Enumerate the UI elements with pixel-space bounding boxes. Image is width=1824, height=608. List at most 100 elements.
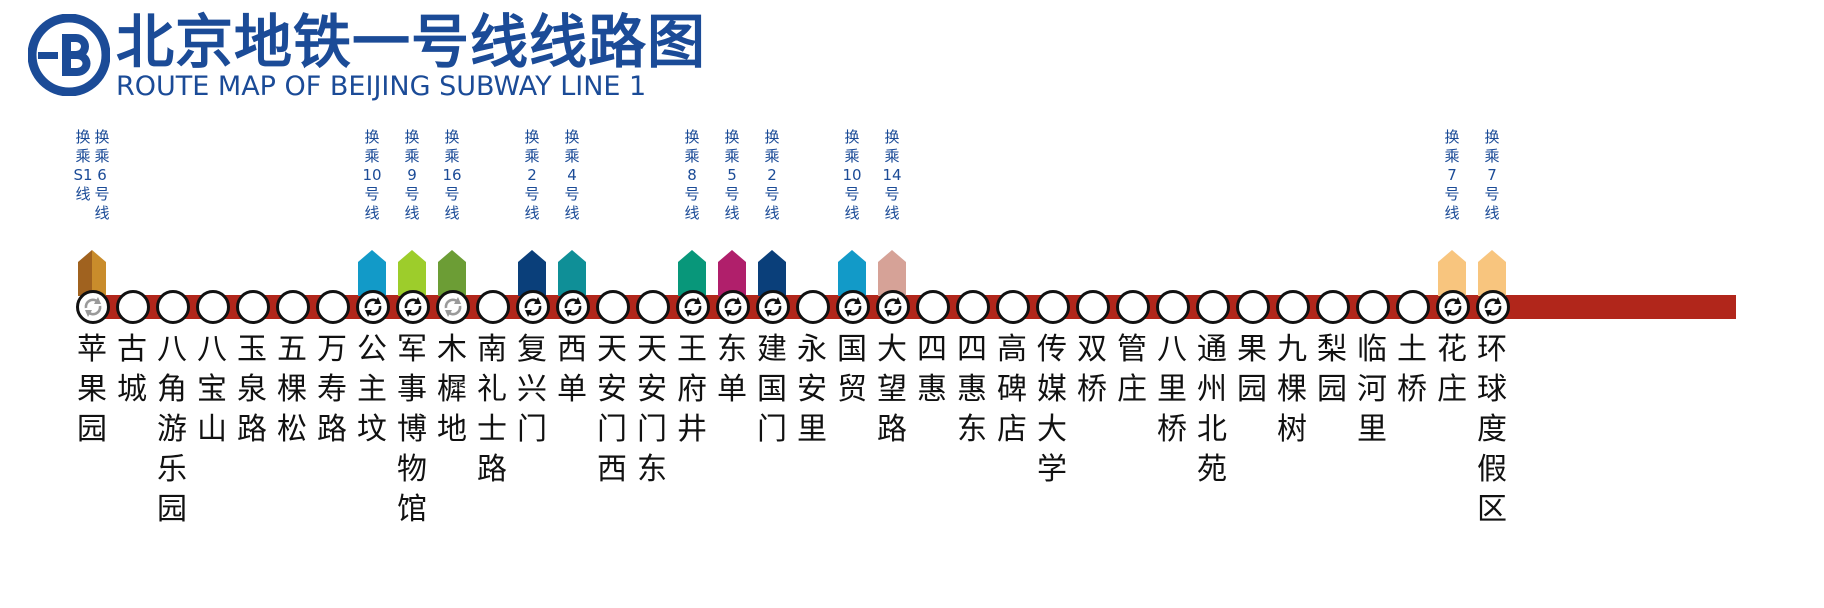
station-name[interactable]: 大望路 [877,332,907,447]
station-name[interactable]: 天安门东 [637,332,667,487]
station-dot[interactable] [596,290,630,324]
station-name[interactable]: 环球度假区 [1477,332,1507,527]
station-dot[interactable] [916,290,950,324]
station-name[interactable]: 西单 [557,332,587,407]
station-name[interactable]: 复兴门 [517,332,547,447]
transfer-labels: 换乘7号线 [1432,128,1472,244]
transfer-icon[interactable] [1436,290,1470,324]
station-name[interactable]: 苹果园 [77,332,107,447]
station-dot[interactable] [1196,290,1230,324]
station-dot[interactable] [636,290,670,324]
transfer-label: 换乘8号线 [684,128,700,222]
transfer-icon[interactable] [396,290,430,324]
transfer-labels: 换乘10号线 [352,128,392,244]
station-dot[interactable] [196,290,230,324]
transfer-label: 换乘10号线 [362,128,382,222]
station-dot[interactable] [1276,290,1310,324]
station-name[interactable]: 传媒大学 [1037,332,1067,487]
station-name[interactable]: 八宝山 [197,332,227,447]
station-name[interactable]: 古城 [117,332,147,407]
station-dot[interactable] [1116,290,1150,324]
station-name[interactable]: 双桥 [1077,332,1107,407]
transfer-line-tag [1438,250,1466,296]
transfer-labels: 换乘7号线 [1472,128,1512,244]
station-name[interactable]: 建国门 [757,332,787,447]
station-name[interactable]: 四惠东 [957,332,987,447]
station-name[interactable]: 土桥 [1397,332,1427,407]
station-name[interactable]: 管庄 [1117,332,1147,407]
station-name[interactable]: 九棵树 [1277,332,1307,447]
transfer-labels: 换乘14号线 [872,128,912,244]
transfer-icon[interactable] [356,290,390,324]
station-dot[interactable] [1036,290,1070,324]
transfer-label: 换乘14号线 [882,128,902,222]
station-name[interactable]: 天安门西 [597,332,627,487]
station-dot[interactable] [996,290,1030,324]
station-name[interactable]: 花庄 [1437,332,1467,407]
station-dot[interactable] [1236,290,1270,324]
station-dot[interactable] [796,290,830,324]
station-dot[interactable] [316,290,350,324]
transfer-label: 换乘2号线 [524,128,540,222]
transfer-line-tag [438,250,466,296]
transfer-label: 换乘16号线 [442,128,462,222]
station-name[interactable]: 高碑店 [997,332,1027,447]
transfer-line-tag [398,250,426,296]
station-dot[interactable] [1396,290,1430,324]
station-name[interactable]: 永安里 [797,332,827,447]
transfer-line-tag [78,250,106,296]
station-dot[interactable] [236,290,270,324]
transfer-labels: 换乘S1线换乘6号线 [72,128,112,244]
station-dot[interactable] [1156,290,1190,324]
transfer-icon[interactable] [436,290,470,324]
transfer-labels: 换乘5号线 [712,128,752,244]
transfer-labels: 换乘2号线 [752,128,792,244]
transfer-labels: 换乘2号线 [512,128,552,244]
station-name[interactable]: 通州北苑 [1197,332,1227,487]
station-name[interactable]: 军事博物馆 [397,332,427,527]
station-dot[interactable] [956,290,990,324]
station-name[interactable]: 国贸 [837,332,867,407]
transfer-icon[interactable] [76,290,110,324]
transfer-label: 换乘4号线 [564,128,580,222]
station-name[interactable]: 东单 [717,332,747,407]
station-dot[interactable] [156,290,190,324]
transfer-label: 换乘2号线 [764,128,780,222]
station-name[interactable]: 八角游乐园 [157,332,187,527]
station-name[interactable]: 万寿路 [317,332,347,447]
station-dot[interactable] [1356,290,1390,324]
transfer-line-tag [878,250,906,296]
station-name[interactable]: 四惠 [917,332,947,407]
transfer-icon[interactable] [556,290,590,324]
transfer-icon[interactable] [1476,290,1510,324]
transfer-label: 换乘6号线 [94,128,110,222]
transfer-icon[interactable] [676,290,710,324]
station-name[interactable]: 临河里 [1357,332,1387,447]
transfer-icon[interactable] [716,290,750,324]
station-name[interactable]: 五棵松 [277,332,307,447]
station-name[interactable]: 公主坟 [357,332,387,447]
station-dot[interactable] [476,290,510,324]
transfer-icon[interactable] [876,290,910,324]
transfer-icon[interactable] [516,290,550,324]
station-dot[interactable] [276,290,310,324]
station-name[interactable]: 木樨地 [437,332,467,447]
transfer-line-tag [558,250,586,296]
transfer-label: 换乘S1线 [73,128,93,203]
station-name[interactable]: 玉泉路 [237,332,267,447]
transfer-icon[interactable] [756,290,790,324]
station-dot[interactable] [1076,290,1110,324]
station-name[interactable]: 果园 [1237,332,1267,407]
station-name[interactable]: 南礼士路 [477,332,507,487]
station-dot[interactable] [116,290,150,324]
transfer-label: 换乘9号线 [404,128,420,222]
station-name[interactable]: 八里桥 [1157,332,1187,447]
station-name[interactable]: 梨园 [1317,332,1347,407]
transfer-icon[interactable] [836,290,870,324]
station-name[interactable]: 王府井 [677,332,707,447]
transfer-line-tag [518,250,546,296]
transfer-line-tag [1478,250,1506,296]
station-dot[interactable] [1316,290,1350,324]
transfer-line-tag [838,250,866,296]
transfer-label: 换乘7号线 [1444,128,1460,222]
